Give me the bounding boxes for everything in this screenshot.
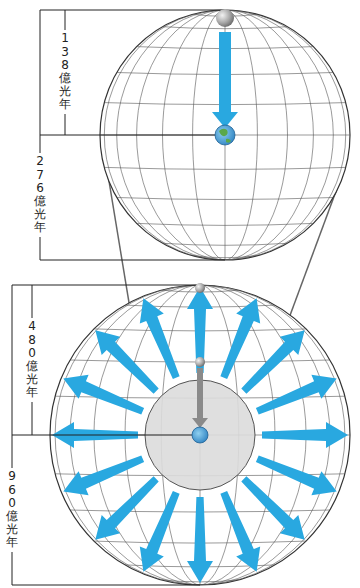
expansion-arrow xyxy=(95,330,158,393)
galaxy-sphere xyxy=(195,283,205,293)
parallel xyxy=(137,223,314,225)
parallel xyxy=(117,198,334,200)
expansion-arrow xyxy=(220,298,260,379)
galaxy-sphere xyxy=(216,9,234,27)
dimension-label: 138億光年 xyxy=(58,30,72,113)
expansion-arrow xyxy=(256,455,337,495)
dimension-label: 960億光年 xyxy=(5,468,19,551)
gray-arrow xyxy=(192,368,208,428)
parallel xyxy=(104,167,345,169)
earth xyxy=(215,125,235,145)
parallel xyxy=(193,256,258,258)
expansion-arrow xyxy=(63,455,144,495)
expansion-arrow xyxy=(241,476,304,539)
expansion-arrow xyxy=(262,422,348,448)
earth-land xyxy=(219,129,231,143)
expansion-arrow xyxy=(140,298,180,379)
expansion-arrow xyxy=(140,491,180,572)
expansion-arrow xyxy=(256,375,337,415)
galaxy-sphere xyxy=(195,357,205,367)
expansion-arrow xyxy=(95,476,158,539)
dimension-label: 276億光年 xyxy=(33,153,47,236)
dimension-lines xyxy=(12,10,225,585)
expansion-arrow xyxy=(187,287,213,373)
expansion-arrow xyxy=(187,497,213,583)
dimension-label: 480億光年 xyxy=(25,318,39,401)
expansion-arrow xyxy=(220,491,260,572)
expansion-arrow xyxy=(63,375,144,415)
earth xyxy=(192,427,208,443)
parallel xyxy=(163,243,288,245)
light-arrow xyxy=(212,32,238,128)
expansion-arrow xyxy=(241,330,304,393)
